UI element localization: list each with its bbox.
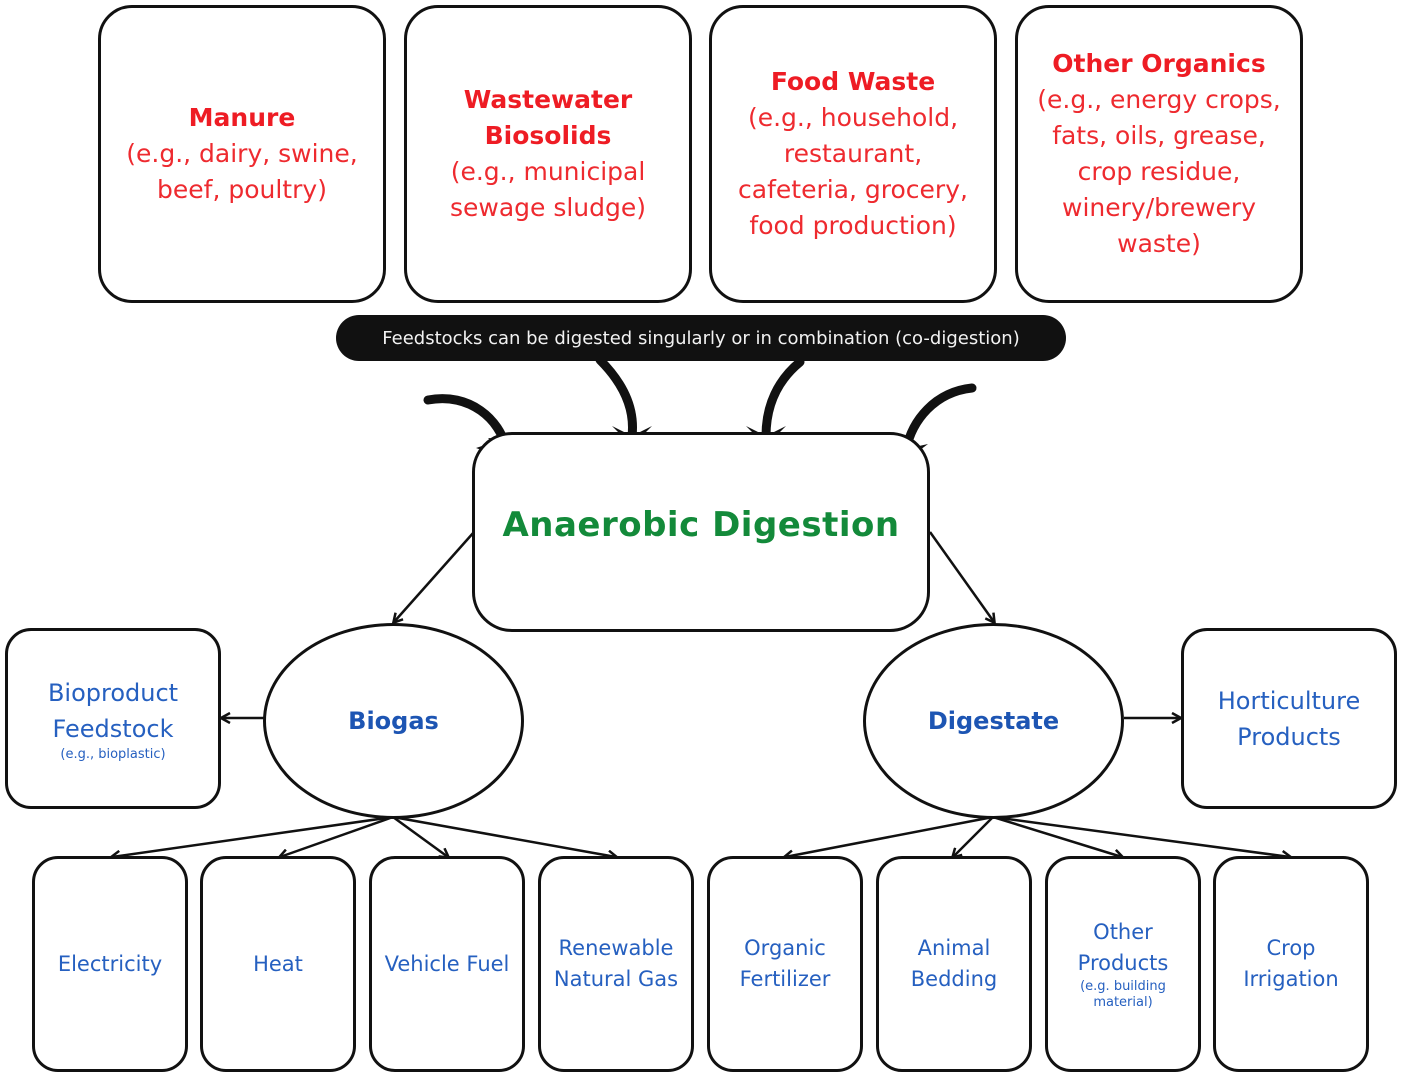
feed-arrow-2 [595, 355, 638, 441]
arrow-process-to-biogas [394, 531, 475, 622]
use-label: Bedding [910, 967, 998, 991]
feedstock-examples: (e.g., household, [747, 103, 959, 132]
feedstock-title: Wastewater [463, 85, 633, 114]
digestate-node: Digestate [863, 623, 1124, 819]
arrow-process-to-digestate [928, 531, 994, 622]
biogas-node: Biogas [263, 623, 524, 819]
anaerobic-digestion-box: Anaerobic Digestion [472, 432, 930, 632]
feedstock-title: Biosolids [484, 121, 612, 150]
use-label: Fertilizer [739, 967, 831, 991]
bioproduct-label: Feedstock [52, 714, 174, 743]
co-digestion-banner: Feedstocks can be digested singularly or… [336, 315, 1066, 361]
bioproduct-note: (e.g., bioplastic) [60, 746, 166, 762]
use-label: Other [1093, 920, 1153, 944]
feedstock-examples: fats, oils, grease, [1052, 121, 1266, 150]
feedstock-examples: (e.g., dairy, swine, [126, 139, 358, 168]
use-crop-irrigation: Crop Irrigation [1213, 856, 1369, 1072]
use-note: material) [1093, 995, 1153, 1010]
use-label: Organic [744, 936, 826, 960]
feedstock-title: Food Waste [770, 67, 936, 96]
horticulture-label: Products [1237, 722, 1341, 751]
feedstock-food-waste: Food Waste (e.g., household, restaurant,… [709, 5, 997, 303]
feedstock-examples: winery/brewery [1062, 193, 1256, 222]
use-electricity: Electricity [32, 856, 188, 1072]
feedstock-examples: (e.g., municipal [450, 157, 646, 186]
bioproduct-feedstock-box: Bioproduct Feedstock (e.g., bioplastic) [5, 628, 221, 809]
arrow-biogas-rng [392, 815, 616, 857]
use-label: Crop [1266, 936, 1316, 960]
bioproduct-label: Bioproduct [47, 678, 179, 707]
arrow-digestate-irrigation [992, 815, 1290, 857]
use-renewable-natural-gas: Renewable Natural Gas [538, 856, 694, 1072]
feedstock-title: Manure [188, 103, 296, 132]
feedstock-title: Other Organics [1052, 49, 1266, 78]
feedstock-examples: (e.g., energy crops, [1037, 85, 1281, 114]
use-animal-bedding: Animal Bedding [876, 856, 1032, 1072]
use-label: Electricity [57, 951, 163, 976]
horticulture-products-box: Horticulture Products [1181, 628, 1397, 809]
feed-arrow-3 [761, 357, 805, 441]
feedstock-manure: Manure (e.g., dairy, swine, beef, poultr… [98, 5, 386, 303]
use-vehicle-fuel: Vehicle Fuel [369, 856, 525, 1072]
feedstock-other-organics: Other Organics (e.g., energy crops, fats… [1015, 5, 1303, 303]
use-label: Vehicle Fuel [384, 951, 510, 976]
arrow-digestate-other [992, 815, 1122, 857]
feedstock-wastewater-biosolids: Wastewater Biosolids (e.g., municipal se… [404, 5, 692, 303]
use-other-products: Other Products (e.g. building material) [1045, 856, 1201, 1072]
feedstock-examples: crop residue, [1077, 157, 1241, 186]
arrow-digestate-bedding [953, 816, 994, 857]
use-organic-fertilizer: Organic Fertilizer [707, 856, 863, 1072]
arrow-biogas-electricity [112, 815, 394, 857]
feedstock-examples: restaurant, [783, 139, 923, 168]
feedstock-examples: cafeteria, grocery, [738, 175, 968, 204]
feedstock-examples: food production) [749, 211, 957, 240]
process-label: Anaerobic Digestion [502, 505, 900, 545]
feedstock-examples: sewage sludge) [449, 193, 647, 222]
biogas-label: Biogas [348, 707, 439, 735]
use-heat: Heat [200, 856, 356, 1072]
feedstock-examples: beef, poultry) [157, 175, 327, 204]
use-label: Animal [917, 936, 991, 960]
horticulture-label: Horticulture [1217, 686, 1361, 715]
use-label: Irrigation [1243, 967, 1339, 991]
digestate-label: Digestate [927, 707, 1060, 735]
arrow-digestate-fertilizer [785, 815, 994, 857]
feedstock-examples: waste) [1117, 229, 1201, 258]
arrow-biogas-heat [280, 815, 394, 857]
use-label: Products [1077, 951, 1169, 975]
use-label: Renewable [558, 936, 674, 960]
arrow-biogas-vehicle-fuel [392, 815, 448, 857]
use-note: (e.g. building [1080, 979, 1166, 994]
use-label: Heat [253, 951, 303, 976]
use-label: Natural Gas [553, 967, 679, 991]
